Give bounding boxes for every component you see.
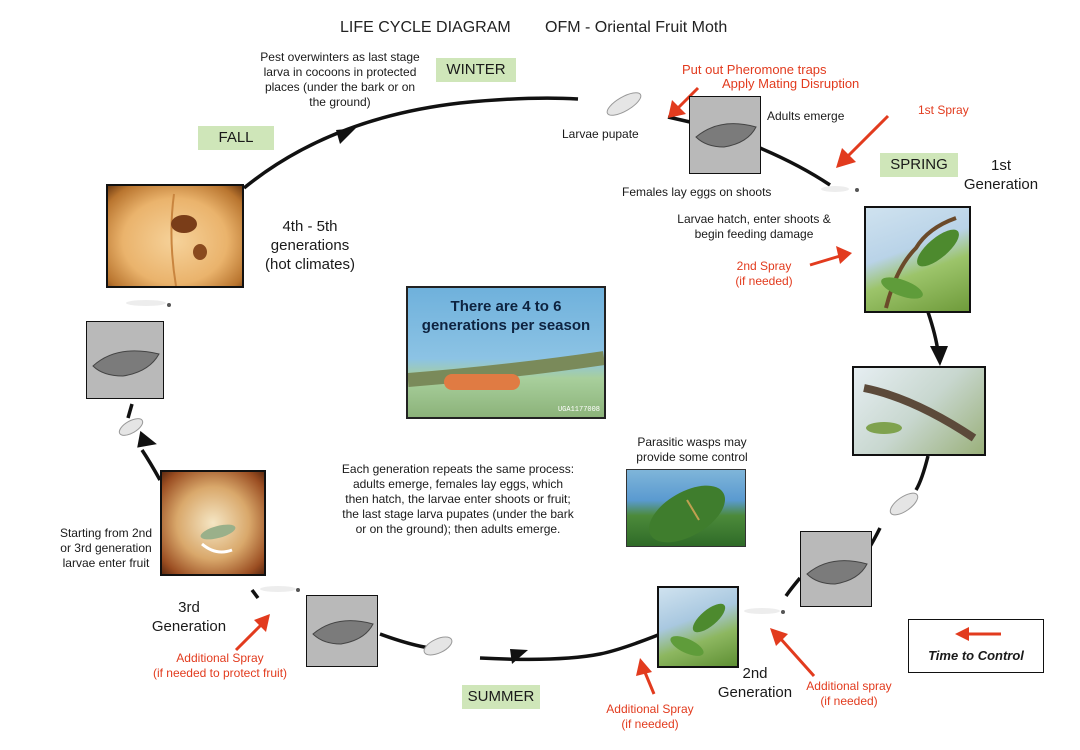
generation-process-text: Each generation repeats the same process… xyxy=(341,462,575,536)
cocoon-icon xyxy=(118,418,144,436)
pupa-icons xyxy=(118,92,919,656)
cycle-line-spring xyxy=(759,146,831,187)
overwinter-text: Pest overwinters as last stage larva in … xyxy=(260,50,420,109)
parasitic-wasp-photo xyxy=(626,469,746,547)
larva-icons xyxy=(126,186,859,614)
season-spring: SPRING xyxy=(880,153,958,177)
control-arrow-first-spray xyxy=(844,114,890,160)
season-fall: FALL xyxy=(198,126,274,150)
larvae-hatch-label: Larvae hatch, enter shoots & begin feedi… xyxy=(677,212,831,241)
additional-spray-right-label: Additional spray (if needed) xyxy=(806,679,892,708)
moth-photo-spring xyxy=(689,96,761,174)
cocoon-icon xyxy=(423,636,453,656)
cycle-line-fall-winter xyxy=(242,96,579,190)
additional-spray-bottom-label: Additional Spray (if needed) xyxy=(606,702,694,731)
photo-credit: UGA1177008 xyxy=(557,406,600,415)
second-generation-label: 2nd Generation xyxy=(717,665,793,701)
larvae-pupate-label: Larvae pupate xyxy=(562,127,639,141)
time-to-control-legend: Time to Control xyxy=(908,619,1044,673)
cycle-line-right-4 xyxy=(784,576,802,597)
cycle-line-left-1 xyxy=(250,588,260,600)
legend-red-arrow-icon xyxy=(955,627,1001,641)
cycle-arrow-fall xyxy=(336,128,356,144)
control-arrow-additional-fruit xyxy=(234,622,264,652)
larva-icon xyxy=(744,608,780,614)
moth-photo-left xyxy=(86,321,164,399)
third-generation-label: 3rd Generation xyxy=(151,599,227,635)
control-arrow-pheromone xyxy=(674,86,700,112)
cycle-line-bottom xyxy=(479,633,659,662)
legend-label: Time to Control xyxy=(928,648,1024,663)
diagram-title-left: LIFE CYCLE DIAGRAM xyxy=(340,19,511,36)
pheromone-label: Put out Pheromone traps xyxy=(682,62,827,77)
generations-info-box: There are 4 to 6 generations per season … xyxy=(406,286,606,419)
fruit-larva-photo xyxy=(160,470,266,576)
cycle-line-right-2 xyxy=(914,455,930,491)
larva-icon xyxy=(821,186,849,192)
females-lay-label: Females lay eggs on shoots xyxy=(622,185,772,199)
mating-disruption-label: Apply Mating Disruption xyxy=(722,76,860,91)
cycle-line-bottom-2 xyxy=(379,632,431,650)
first-generation-label: 1st Generation xyxy=(963,157,1039,193)
cycle-arrow-right xyxy=(930,346,948,366)
control-arrows xyxy=(234,86,890,695)
season-summer: SUMMER xyxy=(462,685,540,709)
cycle-line-left-3 xyxy=(126,403,134,419)
peach-damage-drawing xyxy=(170,193,207,286)
second-generation-shoot-photo xyxy=(657,586,739,668)
info-box-text: There are 4 to 6 generations per season xyxy=(421,298,591,334)
season-winter: WINTER xyxy=(436,58,516,82)
shoot-wilt-photo xyxy=(852,366,986,456)
larva-icon xyxy=(444,374,520,390)
larvae-enter-fruit-label: Starting from 2nd or 3rd generation larv… xyxy=(59,526,153,570)
second-spray-label: 2nd Spray (if needed) xyxy=(735,259,793,288)
adults-emerge-label: Adults emerge xyxy=(767,109,845,123)
control-arrow-second-spray xyxy=(809,254,841,267)
peach-fruit-photo xyxy=(106,184,244,288)
moth-photo-bottom xyxy=(306,595,378,667)
parasitic-wasps-label: Parasitic wasps may provide some control xyxy=(636,435,748,464)
cycle-arrow-summer xyxy=(510,649,528,664)
cocoon-icon xyxy=(889,492,919,516)
moth-photo-right xyxy=(800,531,872,607)
control-arrow-additional-right xyxy=(778,636,816,678)
cocoon-icon xyxy=(606,92,642,116)
larva-on-branch-drawing xyxy=(408,351,604,390)
first-spray-label: 1st Spray xyxy=(918,103,969,117)
cycle-line-winter-spring xyxy=(667,115,691,124)
control-arrow-additional-bottom xyxy=(642,669,656,695)
diagram-title-right: OFM - Oriental Fruit Moth xyxy=(545,19,728,36)
shoot-damage-photo xyxy=(864,206,971,313)
larva-icon xyxy=(260,586,296,592)
fourth-fifth-generations-label: 4th - 5th generations (hot climates) xyxy=(264,218,356,273)
cycle-arrow-left xyxy=(137,430,157,448)
additional-spray-fruit-label: Additional Spray (if needed to protect f… xyxy=(152,651,288,680)
larva-icon xyxy=(126,300,166,306)
cycle-line-left-2 xyxy=(140,449,162,481)
